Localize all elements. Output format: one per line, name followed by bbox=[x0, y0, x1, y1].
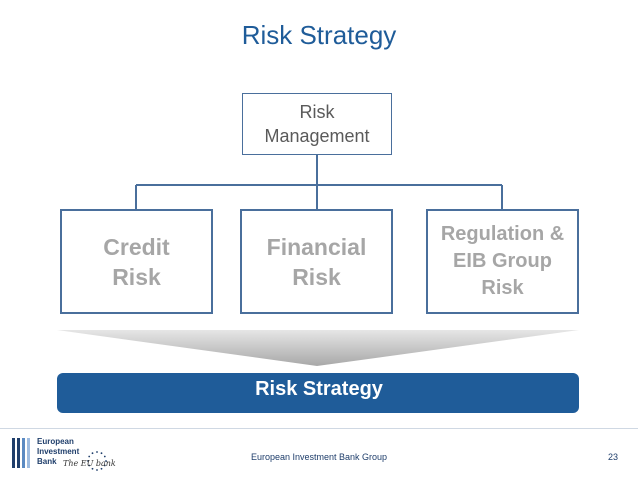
credit-risk-box: Credit Risk bbox=[60, 209, 213, 314]
risk-management-label: Risk Management bbox=[264, 102, 370, 146]
slide-title: Risk Strategy bbox=[241, 20, 397, 50]
credit-risk-label: Credit Risk bbox=[103, 233, 170, 290]
regulation-risk-box: Regulation & EIB Group Risk bbox=[426, 209, 579, 314]
risk-strategy-bar bbox=[57, 373, 579, 413]
financial-risk-box: Financial Risk bbox=[240, 209, 393, 314]
regulation-risk-label: Regulation & EIB Group Risk bbox=[440, 223, 565, 299]
eu-stars-icon bbox=[87, 451, 107, 471]
risk-management-box: Risk Management bbox=[242, 93, 392, 155]
risk-strategy-label: Risk Strategy bbox=[255, 378, 383, 400]
page-number: 23 bbox=[607, 452, 618, 462]
financial-risk-label: Financial Risk bbox=[266, 233, 367, 290]
footer-organization: European Investment Bank Group bbox=[250, 452, 388, 462]
eib-logo-tagline: The EU bank bbox=[63, 459, 116, 468]
funnel-shape bbox=[57, 330, 579, 366]
footer-divider bbox=[0, 428, 638, 429]
eib-logo-icon bbox=[12, 438, 30, 468]
eib-logo-text: European Investment Bank bbox=[37, 437, 80, 466]
